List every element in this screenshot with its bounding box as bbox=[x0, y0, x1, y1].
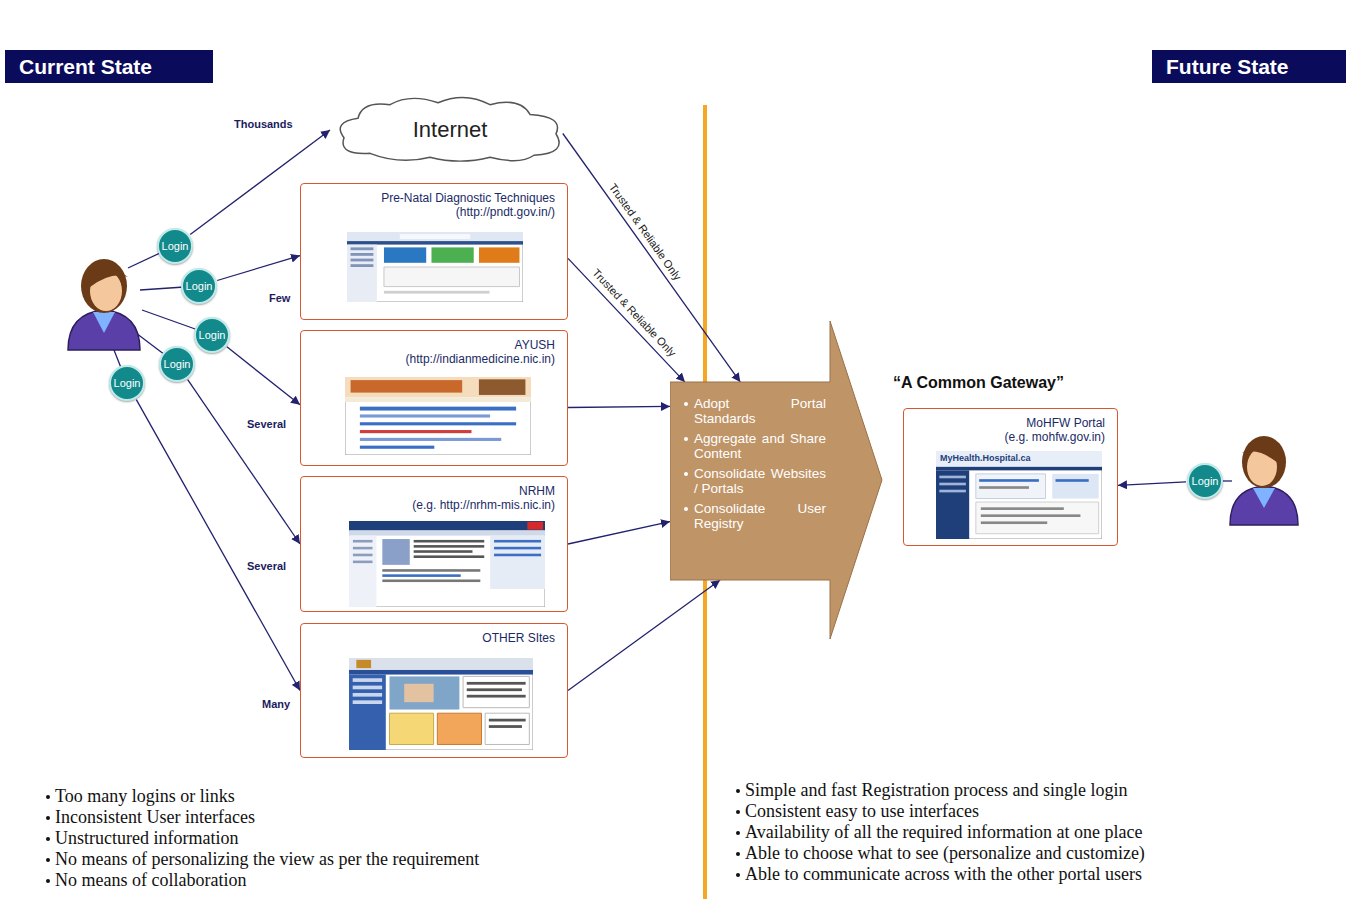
edge-label: Several bbox=[245, 418, 288, 431]
bullet-dot bbox=[736, 810, 740, 814]
state-heading: Future State bbox=[1152, 50, 1346, 83]
node-text: NRHM bbox=[311, 484, 555, 498]
bullet-text: Simple and fast Registration process and… bbox=[745, 780, 1127, 800]
connector-arrow bbox=[563, 134, 741, 383]
box-heading: OTHER SItes bbox=[301, 624, 567, 645]
bullet-text: Unstructured information bbox=[55, 828, 238, 848]
website-box: NRHM(e.g. http://nrhm-mis.nic.in) bbox=[300, 476, 568, 612]
website-box: OTHER SItes bbox=[300, 623, 568, 758]
bullet-text: Too many logins or links bbox=[55, 786, 235, 806]
node-text: Pre-Natal Diagnostic Techniques bbox=[311, 191, 555, 205]
node-text: (e.g. mohfw.gov.in) bbox=[914, 430, 1105, 444]
login-circle: Login bbox=[1187, 463, 1223, 499]
connector-arrow bbox=[188, 380, 300, 544]
bullet-item: Adopt Portal Standards bbox=[694, 396, 826, 426]
bullet-text: Able to communicate across with the othe… bbox=[745, 864, 1142, 884]
edge-label: Trusted & Reliable Only bbox=[605, 180, 685, 285]
login-circle: Login bbox=[157, 228, 193, 264]
node-text: Login bbox=[114, 377, 141, 389]
login-circle: Login bbox=[159, 346, 195, 382]
connector-arrow bbox=[568, 580, 720, 691]
bullet-dot bbox=[46, 879, 50, 883]
bullet-dot bbox=[736, 873, 740, 877]
state-heading: Current State bbox=[5, 50, 213, 83]
page-screenshot bbox=[347, 232, 523, 302]
portal-box: MoHFW Portal(e.g. mohfw.gov.in) MyHealth.… bbox=[903, 408, 1118, 546]
connector-arrow bbox=[136, 400, 300, 691]
edge-label: Trusted & Reliable Only bbox=[588, 265, 680, 361]
bullet-text: Consistent easy to use interfaces bbox=[745, 801, 979, 821]
box-heading: MoHFW Portal(e.g. mohfw.gov.in) bbox=[904, 409, 1117, 444]
website-box: Pre-Natal Diagnostic Techniques(http://p… bbox=[300, 183, 568, 320]
transition-arrow: Adopt Portal StandardsAggregate and Shar… bbox=[670, 320, 883, 640]
user-figure bbox=[1230, 436, 1298, 525]
bullet-item: Consolidate User Registry bbox=[694, 501, 826, 531]
website-box: AYUSH(http://indianmedicine.nic.in) bbox=[300, 330, 568, 466]
edge-label: Thousands bbox=[232, 118, 295, 131]
gateway-caption: “A Common Gateway” bbox=[893, 374, 1064, 392]
bullet-dot bbox=[46, 837, 50, 841]
bullet-dot bbox=[684, 437, 688, 441]
bullet-item: Aggregate and Share Content bbox=[694, 431, 826, 461]
connector-arrow bbox=[568, 258, 685, 382]
connector-arrow bbox=[217, 256, 300, 281]
node-text: Internet bbox=[413, 117, 488, 143]
bullet-dot bbox=[684, 507, 688, 511]
node-text: OTHER SItes bbox=[311, 631, 555, 645]
bullet-text: Availability of all the required informa… bbox=[745, 822, 1143, 842]
bullet-dot bbox=[46, 816, 50, 820]
edge-label: Several bbox=[245, 560, 288, 573]
node-text: Consolidate User Registry bbox=[694, 501, 826, 531]
page-screenshot bbox=[349, 521, 545, 607]
internet-cloud: Internet bbox=[330, 95, 570, 165]
node-text: (http://pndt.gov.in/) bbox=[311, 205, 555, 219]
node-text: Aggregate and Share Content bbox=[694, 431, 826, 461]
node-text: MoHFW Portal bbox=[914, 416, 1105, 430]
connector-arrow bbox=[568, 406, 670, 407]
login-circle: Login bbox=[109, 365, 145, 401]
node-text: Login bbox=[162, 240, 189, 252]
node-text: Login bbox=[164, 358, 191, 370]
bullet-dot bbox=[46, 795, 50, 799]
bullet-text: No means of collaboration bbox=[55, 870, 246, 890]
bullet-dot bbox=[46, 858, 50, 862]
bullet-item: Consolidate Websites / Portals bbox=[694, 466, 826, 496]
node-text: Login bbox=[199, 329, 226, 341]
bullet-dot bbox=[736, 831, 740, 835]
page-screenshot bbox=[936, 451, 1102, 539]
node-text: Future State bbox=[1166, 53, 1332, 80]
bullet-dot bbox=[684, 472, 688, 476]
connector-arrow bbox=[227, 347, 300, 405]
arrow-text-column: Adopt Portal StandardsAggregate and Shar… bbox=[694, 396, 826, 536]
node-text: Current State bbox=[19, 53, 199, 80]
login-circle: Login bbox=[194, 317, 230, 353]
node-text: Login bbox=[1192, 475, 1219, 487]
box-heading: NRHM(e.g. http://nrhm-mis.nic.in) bbox=[301, 477, 567, 512]
user-figure bbox=[68, 259, 140, 350]
node-text: (http://indianmedicine.nic.in) bbox=[311, 352, 555, 366]
bullet-dot bbox=[684, 402, 688, 406]
bullet-text: Inconsistent User interfaces bbox=[55, 807, 255, 827]
node-text: Adopt Portal Standards bbox=[694, 396, 826, 426]
node-text: Consolidate Websites / Portals bbox=[694, 466, 826, 496]
box-heading: AYUSH(http://indianmedicine.nic.in) bbox=[301, 331, 567, 366]
connector-arrow bbox=[1118, 482, 1186, 485]
bullet-dot bbox=[736, 789, 740, 793]
bullet-text: Able to choose what to see (personalize … bbox=[745, 843, 1145, 863]
node-text: Login bbox=[186, 280, 213, 292]
page-screenshot bbox=[345, 377, 531, 455]
edge-label: Few bbox=[267, 292, 292, 305]
screenshot-text: MyHealth.Hospital.ca bbox=[940, 453, 1031, 463]
node-text: (e.g. http://nrhm-mis.nic.in) bbox=[311, 498, 555, 512]
connector-arrow bbox=[568, 522, 670, 544]
login-circle: Login bbox=[181, 268, 217, 304]
node-text: AYUSH bbox=[311, 338, 555, 352]
box-heading: Pre-Natal Diagnostic Techniques(http://p… bbox=[301, 184, 567, 219]
bullet-dot bbox=[736, 852, 740, 856]
page-screenshot bbox=[349, 658, 533, 750]
bullet-text: No means of personalizing the view as pe… bbox=[55, 849, 479, 869]
edge-label: Many bbox=[260, 698, 292, 711]
